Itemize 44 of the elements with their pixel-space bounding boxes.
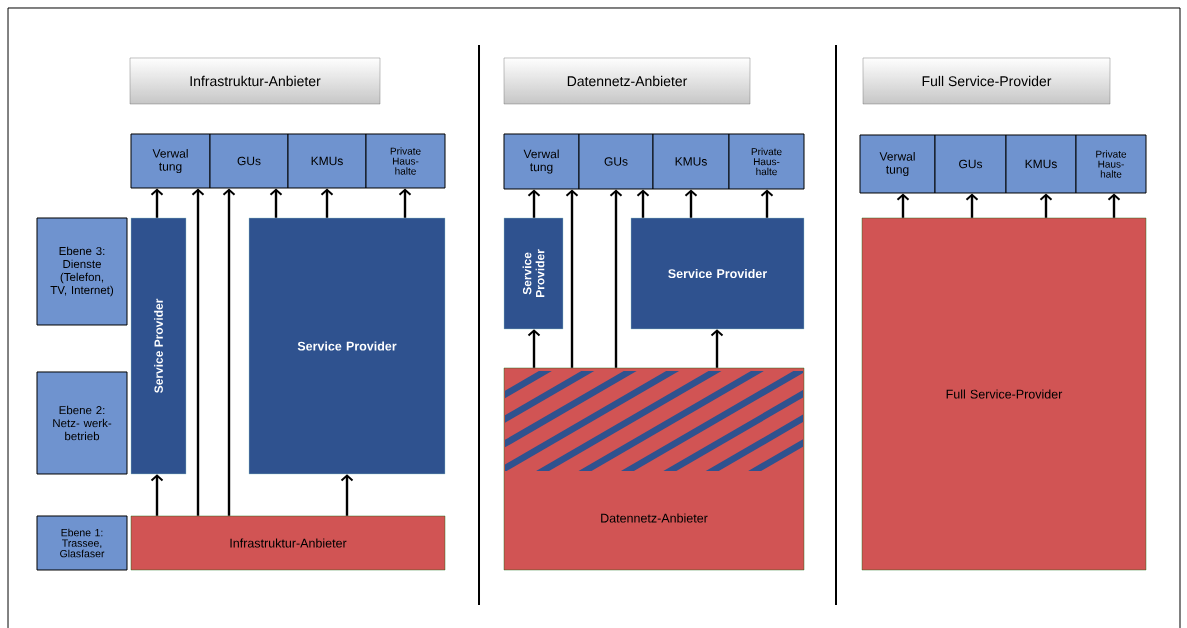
group-box: Private Haus- halte: [365, 133, 446, 189]
box-heading: Infrastruktur-Anbieter: [129, 57, 381, 105]
arrow: [710, 329, 724, 368]
group-box: Verwal tung: [130, 133, 211, 189]
arrow: [1039, 193, 1053, 218]
arrow: [760, 189, 774, 218]
arrow: [222, 188, 236, 516]
layer-box: Ebene 2: Netz- werk- betrieb: [36, 371, 128, 475]
group-box: GUs: [578, 133, 654, 190]
layer-box: Ebene 1: Trassee, Glasfaser: [36, 515, 128, 571]
group-box: Private Haus- halte: [1075, 134, 1147, 194]
box-heading: Full Service-Provider: [862, 57, 1111, 105]
arrow: [684, 189, 698, 218]
group-box: Verwal tung: [503, 133, 580, 190]
arrow: [527, 189, 541, 218]
group-box: KMUs: [652, 133, 730, 190]
group-box: GUs: [934, 134, 1007, 194]
arrow: [965, 193, 979, 218]
arrow: [398, 188, 412, 218]
arrow: [527, 329, 541, 368]
provider-box: Service Provider: [248, 217, 446, 475]
arrow: [340, 474, 354, 516]
group-box: KMUs: [287, 133, 367, 189]
arrow: [896, 193, 910, 218]
arrow: [609, 189, 623, 368]
layer-box: Ebene 3: Dienste (Telefon, TV, Internet): [36, 217, 128, 326]
box-heading: Datennetz-Anbieter: [503, 57, 751, 105]
arrow: [320, 188, 334, 218]
arrow: [191, 188, 205, 516]
arrow: [150, 474, 164, 516]
group-box: KMUs: [1005, 134, 1077, 194]
arrow: [636, 189, 650, 218]
provider-box: Service Provider: [130, 217, 187, 475]
group-box: GUs: [209, 133, 289, 189]
group-box: Private Haus- halte: [728, 133, 805, 190]
arrow: [1107, 193, 1121, 218]
provider-box: Infrastruktur-Anbieter: [130, 515, 446, 571]
provider-box: Service Provider: [503, 217, 564, 330]
arrow: [565, 189, 579, 368]
arrow: [150, 188, 164, 218]
group-box: Verwal tung: [859, 134, 936, 194]
arrow: [269, 188, 283, 218]
provider-box: Service Provider: [630, 217, 805, 330]
provider-box: Full Service-Provider: [861, 217, 1147, 571]
